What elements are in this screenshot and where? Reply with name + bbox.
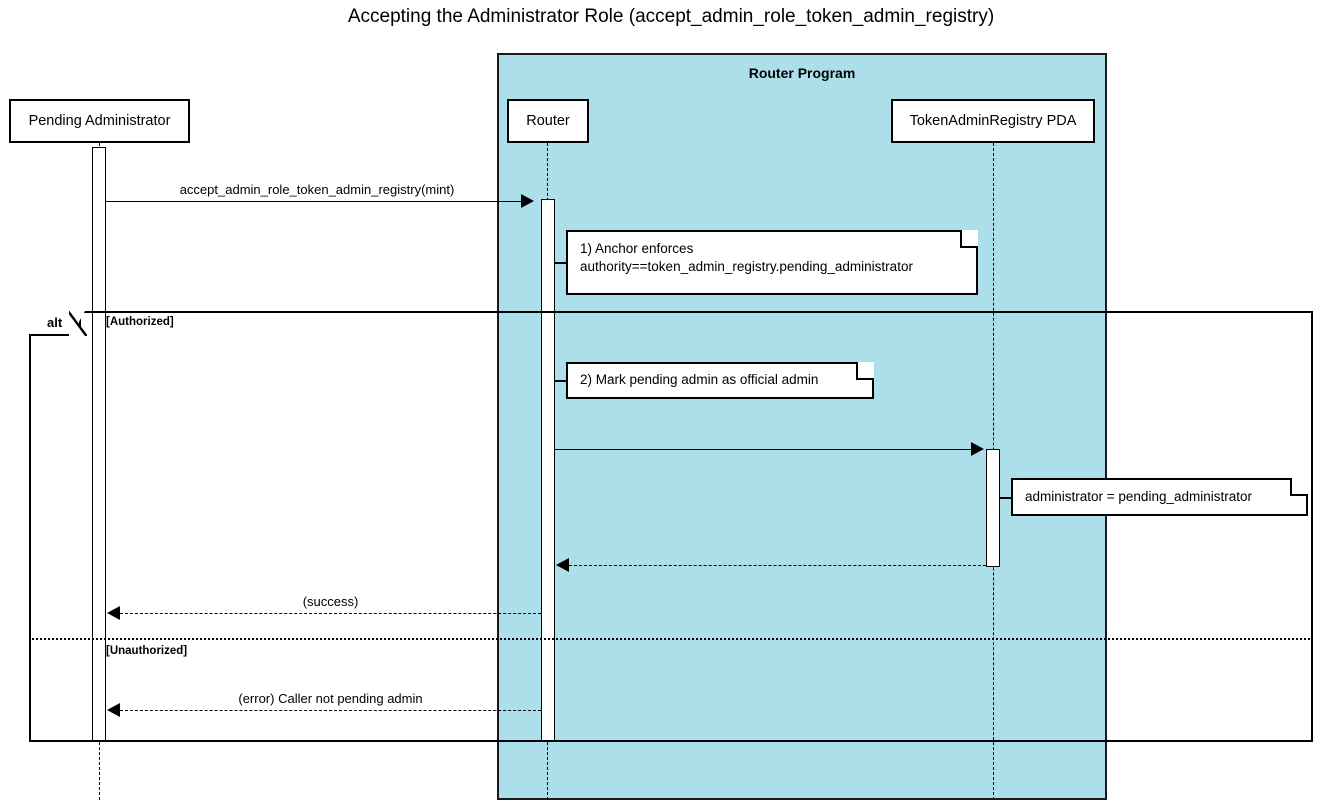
message-line-return-error (120, 710, 541, 711)
message-label-return-success: (success) (302, 594, 359, 609)
note-line: 2) Mark pending admin as official admin (580, 372, 819, 388)
fragment-guard-unauthorized: [Unauthorized] (106, 645, 188, 657)
note-administrator-assignment: administrator = pending_administrator (1011, 478, 1308, 516)
message-arrowhead-return-registry-updated (556, 558, 569, 572)
message-line-call-update-registry (555, 449, 971, 450)
group-box-router-program: Router Program (497, 53, 1107, 800)
note-fold-corner (960, 230, 978, 248)
message-arrowhead-call-accept-admin-role (521, 194, 534, 208)
fragment-operator-label: alt (47, 315, 63, 330)
participant-token-admin-registry-pda[interactable]: TokenAdminRegistry PDA (891, 99, 1095, 143)
participant-label: Router (526, 113, 570, 129)
fragment-tab-corner-edge (69, 311, 87, 338)
note-line: administrator = pending_administrator (1025, 488, 1252, 504)
participant-router[interactable]: Router (507, 99, 589, 143)
fragment-divider (29, 638, 1313, 640)
note-connector-anchor-enforces (555, 262, 567, 264)
message-arrowhead-return-error (107, 703, 120, 717)
group-box-label: Router Program (748, 65, 856, 81)
message-arrowhead-return-success (107, 606, 120, 620)
participant-label: Pending Administrator (28, 113, 171, 129)
note-connector-administrator-assignment (1000, 497, 1012, 499)
note-fold-corner (1290, 478, 1308, 496)
note-connector-mark-pending-admin (555, 380, 567, 382)
message-line-call-accept-admin-role (106, 201, 521, 202)
participant-label: TokenAdminRegistry PDA (909, 113, 1077, 129)
note-line: authority==token_admin_registry.pending_… (580, 259, 913, 275)
note-mark-pending-admin: 2) Mark pending admin as official admin (566, 362, 874, 399)
fragment-guard-authorized: [Authorized] (106, 316, 174, 328)
combined-fragment-alt (29, 311, 1313, 742)
note-fold-corner (856, 362, 874, 380)
message-label-return-error: (error) Caller not pending admin (238, 691, 423, 706)
message-label-call-accept-admin-role: accept_admin_role_token_admin_registry(m… (179, 182, 455, 197)
message-arrowhead-call-update-registry (971, 442, 984, 456)
message-line-return-registry-updated (569, 565, 986, 566)
note-line: 1) Anchor enforces (580, 241, 694, 256)
activation-token-admin-registry-pda (986, 449, 1000, 567)
page-title: Accepting the Administrator Role (accept… (347, 6, 995, 27)
note-anchor-enforces: 1) Anchor enforces authority==token_admi… (566, 230, 978, 295)
participant-pending-administrator[interactable]: Pending Administrator (9, 99, 190, 143)
message-line-return-success (120, 613, 541, 614)
